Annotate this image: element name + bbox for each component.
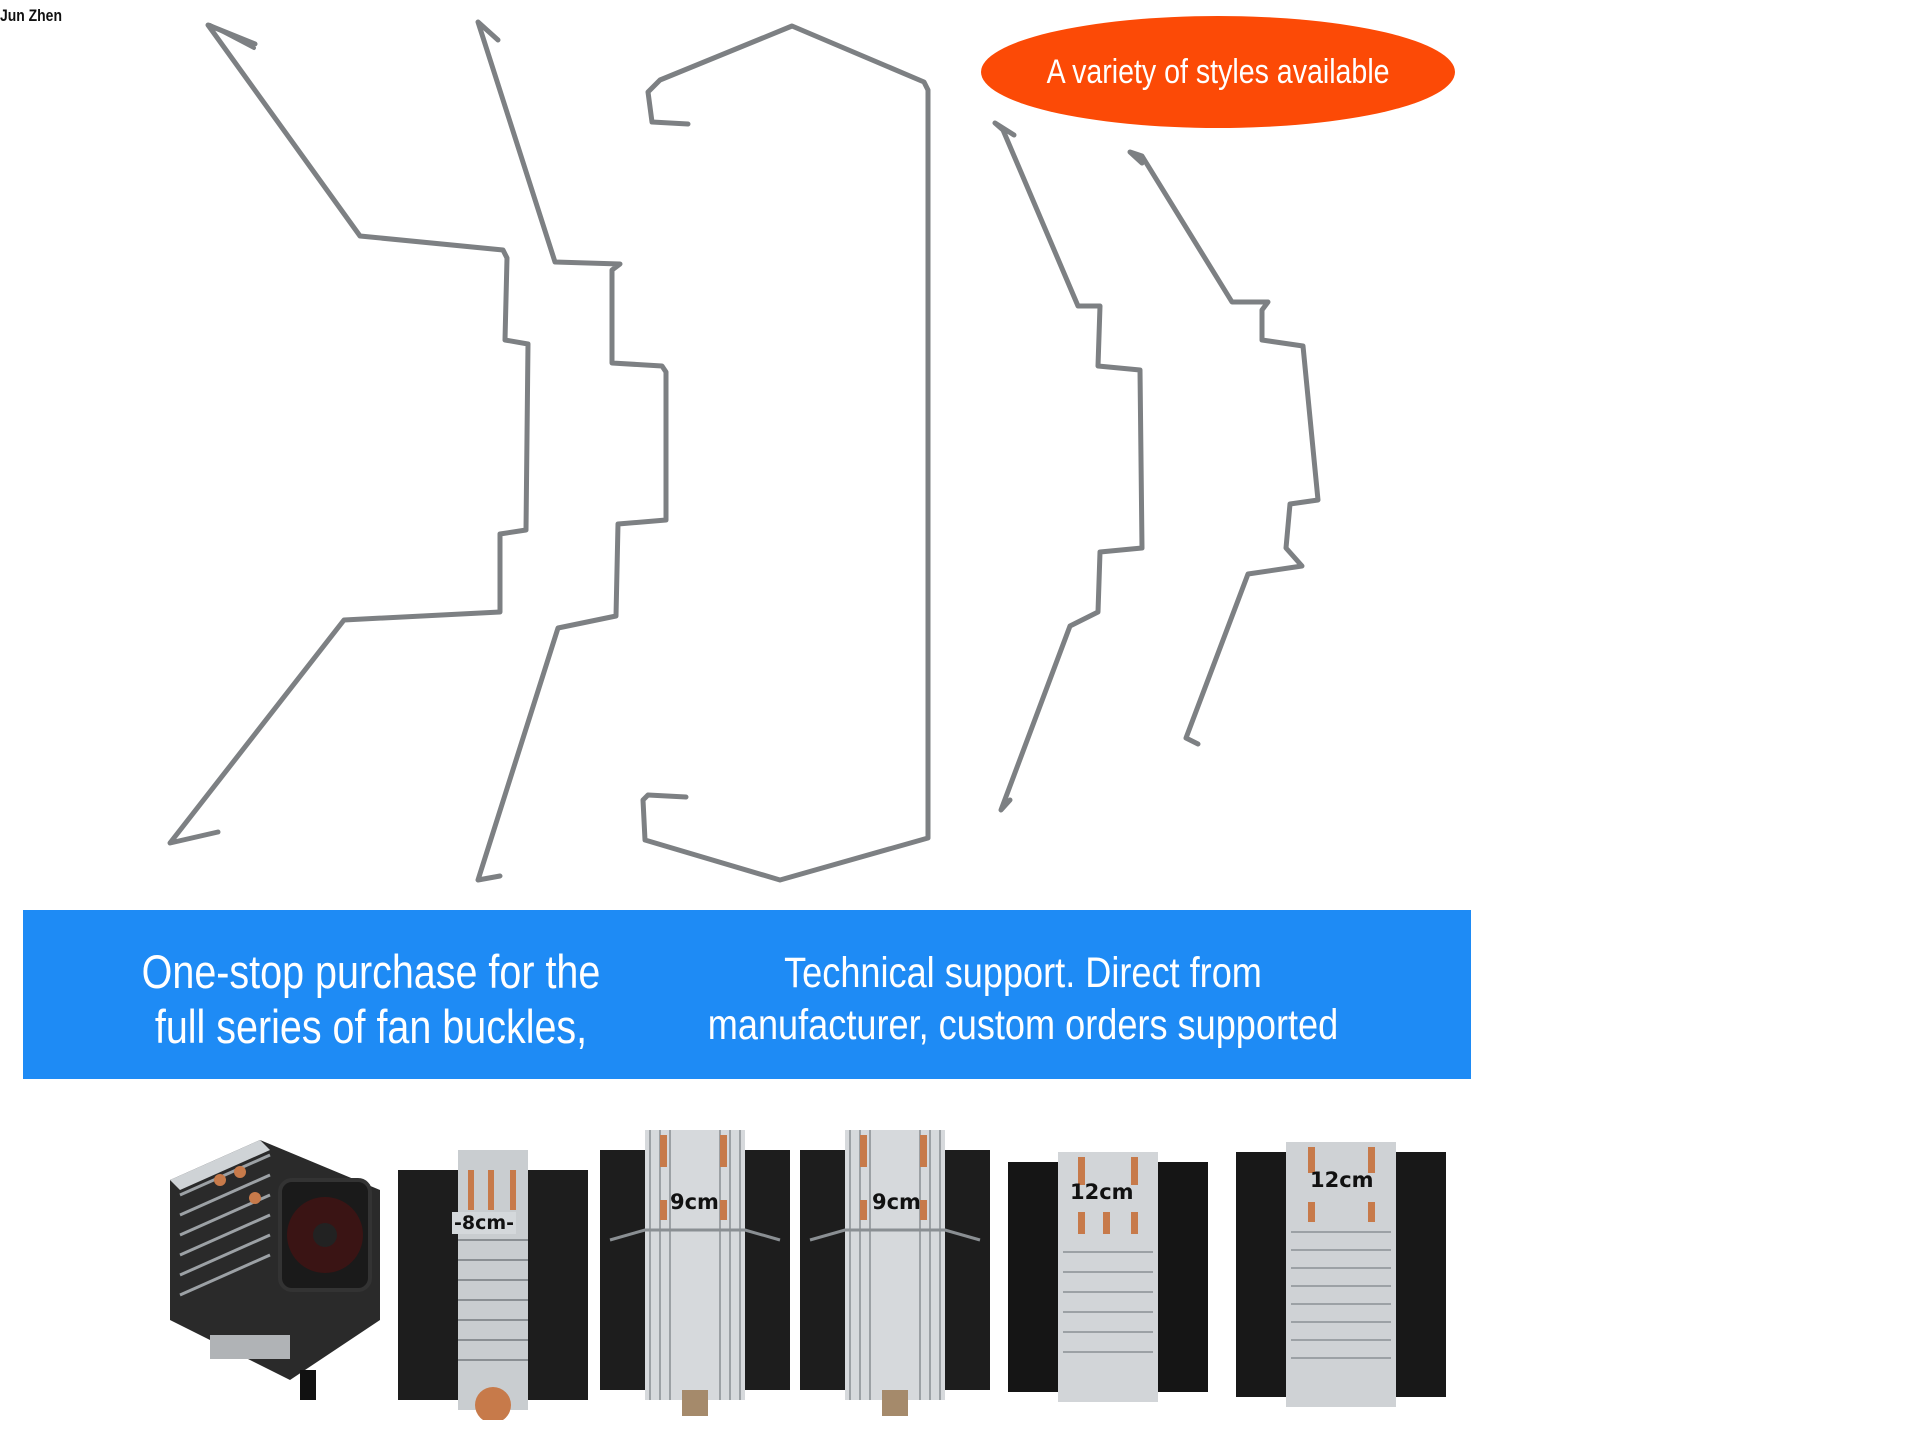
size-label-2: 9cm (670, 1190, 719, 1214)
cpu-cooler-9cm-b (800, 1130, 990, 1416)
fan-clip-5 (1127, 149, 1321, 747)
cpu-cooler-12cm-b (1236, 1142, 1446, 1407)
cpu-cooler-9cm-a (600, 1130, 790, 1416)
cpu-cooler-gallery: -8cm- 9cm (0, 1090, 1920, 1440)
feature-banner: One-stop purchase for the full series of… (23, 910, 1471, 1079)
size-label-5: 12cm (1310, 1168, 1374, 1192)
cpu-cooler-angled (170, 1140, 380, 1400)
styles-available-badge: A variety of styles available (981, 16, 1455, 128)
size-label-3: 9cm (872, 1190, 921, 1214)
fan-clip-1 (167, 22, 531, 846)
fan-clip-2 (475, 19, 669, 883)
brand-name: Jun Zhen (0, 6, 62, 25)
cpu-cooler-8cm (398, 1150, 588, 1420)
fan-clip-4 (992, 120, 1145, 813)
cpu-cooler-12cm-a (1008, 1152, 1208, 1402)
fan-clip-3 (640, 23, 931, 883)
banner-left-text: One-stop purchase for the full series of… (141, 945, 601, 1053)
banner-right-text: Technical support. Direct from manufactu… (707, 949, 1339, 1049)
badge-text: A variety of styles available (1046, 52, 1390, 91)
fan-clip-illustrations (167, 19, 1321, 883)
size-label-4: 12cm (1070, 1180, 1134, 1204)
size-label-1: -8cm- (452, 1212, 517, 1234)
